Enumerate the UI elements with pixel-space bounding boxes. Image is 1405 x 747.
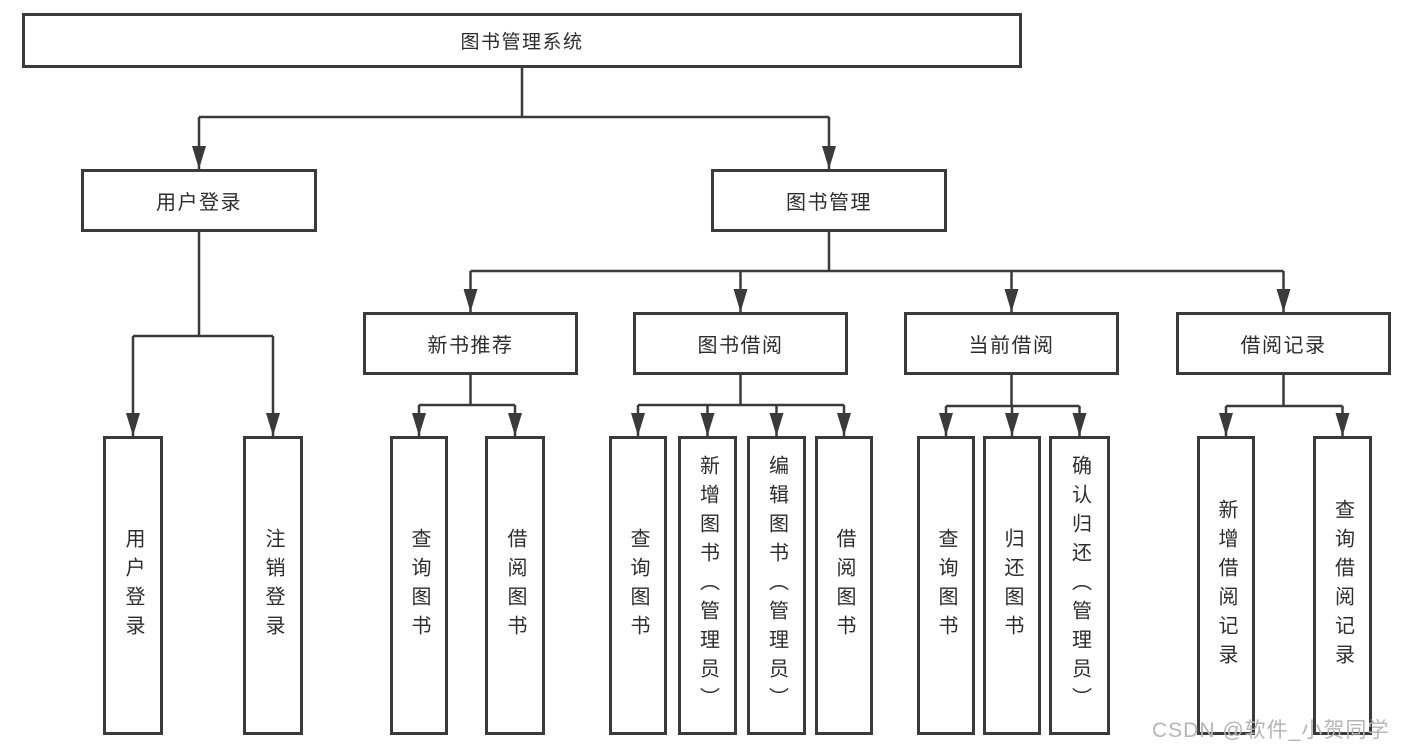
leaf-newbook-borrow-books-label: 借阅图书 [504,527,526,644]
leaf-current-return-books-label: 归还图书 [1001,527,1023,644]
leaf-current-query-books-label: 查询图书 [935,527,957,644]
leaf-logout: 注销登录 [243,436,303,735]
watermark: CSDN @软件_小贺同学 [1152,719,1390,742]
leaf-newbook-query-books-label: 查询图书 [408,527,430,644]
leaf-current-query-books: 查询图书 [917,436,975,735]
leaf-borrow-edit-books-admin-label: 编辑图书（管理员） [765,455,788,716]
node-book-borrow: 图书借阅 [633,312,848,375]
leaf-current-return-books: 归还图书 [983,436,1041,735]
leaf-records-query-record-label: 查询借阅记录 [1331,498,1354,673]
leaf-borrow-borrow-books-label: 借阅图书 [833,527,855,644]
node-borrow-records: 借阅记录 [1176,312,1391,375]
node-borrow-records-label: 借阅记录 [1240,335,1327,357]
leaf-records-add-record: 新增借阅记录 [1197,436,1255,735]
leaf-borrow-query-books: 查询图书 [609,436,667,735]
leaf-user-login-label: 用户登录 [122,527,144,644]
node-book-management-label: 图书管理 [786,192,872,214]
leaf-current-confirm-return-admin: 确认归还（管理员） [1049,436,1110,735]
node-book-borrow-label: 图书借阅 [697,335,784,357]
node-current-borrow: 当前借阅 [904,312,1119,375]
leaf-borrow-query-books-label: 查询图书 [627,527,649,644]
leaf-records-query-record: 查询借阅记录 [1313,436,1372,735]
node-book-management: 图书管理 [711,169,947,232]
node-new-book-recommend: 新书推荐 [363,312,578,375]
leaf-borrow-add-books-admin: 新增图书（管理员） [678,436,737,735]
leaf-borrow-add-books-admin-label: 新增图书（管理员） [696,455,719,716]
leaf-newbook-query-books: 查询图书 [390,436,448,735]
leaf-current-confirm-return-admin-label: 确认归还（管理员） [1068,455,1091,716]
node-current-borrow-label: 当前借阅 [968,335,1055,357]
leaf-logout-label: 注销登录 [262,527,284,644]
node-root-label: 图书管理系统 [460,32,584,53]
node-user-login-label: 用户登录 [156,192,242,214]
leaf-user-login: 用户登录 [103,436,163,735]
leaf-borrow-borrow-books: 借阅图书 [815,436,873,735]
leaf-newbook-borrow-books: 借阅图书 [485,436,545,735]
node-new-book-recommend-label: 新书推荐 [427,335,514,357]
leaf-borrow-edit-books-admin: 编辑图书（管理员） [747,436,806,735]
node-user-login: 用户登录 [81,169,317,232]
leaf-records-add-record-label: 新增借阅记录 [1215,498,1237,673]
node-root: 图书管理系统 [22,13,1022,68]
